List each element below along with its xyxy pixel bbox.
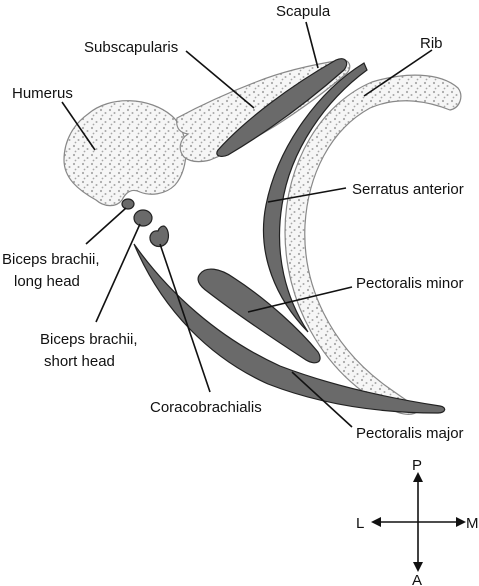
pectoralis-minor-label: Pectoralis minor: [356, 275, 464, 292]
pectoralis-minor-muscle: [197, 268, 321, 364]
humerus-bone: [63, 100, 187, 207]
orientation-compass: P A L M: [356, 457, 479, 586]
subscapularis-leader: [185, 50, 255, 109]
biceps-short-head-muscle: [133, 209, 153, 227]
humerus-leader: [61, 101, 96, 151]
biceps-long-head-label-line2: long head: [14, 273, 80, 290]
biceps-short-head-leader: [95, 223, 141, 323]
coracobrachialis-leader: [159, 243, 211, 393]
rib-label: Rib: [420, 35, 443, 52]
serratus-anterior-label: Serratus anterior: [352, 181, 464, 198]
biceps-long-head-label-line1: Biceps brachii,: [2, 251, 100, 268]
pectoralis-minor-leader: [247, 286, 353, 313]
biceps-short-head-label-line1: Biceps brachii,: [40, 331, 138, 348]
compass-arrow-right: [456, 517, 466, 527]
biceps-long-head-muscle: [121, 198, 135, 210]
pectoralis-major-leader: [291, 371, 353, 428]
scapula-leader: [305, 21, 319, 69]
pectoralis-major-muscle: [133, 243, 446, 414]
compass-arrow-left: [371, 517, 381, 527]
compass-arrow-down: [413, 562, 423, 572]
biceps-short-head-label-line2: short head: [44, 353, 115, 370]
compass-arrow-up: [413, 472, 423, 482]
compass-label-lateral: L: [356, 515, 364, 532]
serratus-anterior-leader: [267, 187, 347, 203]
rib-bone: [284, 74, 462, 415]
coracobrachialis-label: Coracobrachialis: [150, 399, 262, 416]
rib-leader: [363, 49, 433, 97]
serratus-anterior-muscle: [262, 62, 368, 333]
scapula-label: Scapula: [276, 3, 331, 20]
humerus-label: Humerus: [12, 85, 73, 102]
compass-label-anterior: A: [412, 572, 422, 586]
compass-label-posterior: P: [412, 457, 422, 474]
coracobrachialis-muscle: [149, 225, 170, 248]
biceps-long-head-leader: [85, 207, 127, 245]
subscapularis-label: Subscapularis: [84, 39, 178, 56]
pectoralis-major-label: Pectoralis major: [356, 425, 464, 442]
compass-label-medial: M: [466, 515, 479, 532]
subscapularis-muscle: [216, 58, 348, 157]
